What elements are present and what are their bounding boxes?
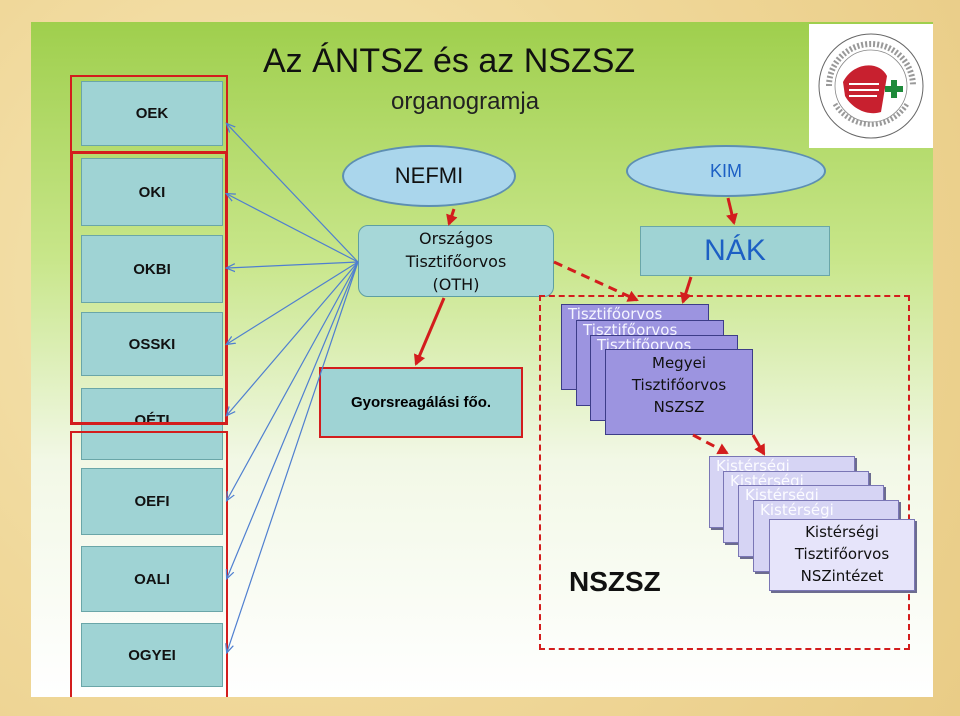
line-oth-oki: [227, 194, 359, 263]
arrow-oth-gyors: [413, 297, 446, 366]
megyei-line3: NSZSZ: [653, 398, 705, 416]
nefmi-label: NEFMI: [394, 163, 464, 188]
connector-lines: [31, 22, 766, 697]
megyei-box: Megyei Tisztifőorvos NSZSZ: [605, 349, 753, 435]
line-oth-oali: [227, 261, 359, 578]
lower-institutes-group-frame: [70, 431, 228, 697]
kisterseg-line2: Tisztifőorvos: [794, 545, 890, 563]
line-oth-okbi: [227, 261, 359, 268]
gyorsreagalasi-box: Gyorsreagálási főo.: [319, 367, 523, 438]
nszsz-area-frame: [539, 295, 910, 650]
box-oefi: OEFI: [81, 468, 223, 535]
slide-title: Az ÁNTSZ és az NSZSZ: [263, 42, 636, 80]
line-oth-oefi: [227, 261, 359, 500]
box-ogyei: OGYEI: [81, 623, 223, 687]
nefmi-ellipse: NEFMI: [342, 145, 516, 207]
line-oth-oeti: [227, 261, 359, 415]
box-okbi: OKBI: [81, 235, 223, 303]
oth-box: Országos Tisztifőorvos (OTH): [358, 225, 554, 297]
kim-label: KIM: [709, 160, 742, 181]
megyei-line2: Tisztifőorvos: [631, 376, 727, 394]
box-oek: OEK: [81, 81, 223, 146]
kim-ellipse: KIM: [626, 145, 826, 197]
oth-line2: Tisztifőorvos: [405, 252, 507, 271]
line-oth-ogyei: [227, 261, 359, 652]
kisterseg-line3: NSZintézet: [800, 567, 884, 585]
box-osski: OSSKI: [81, 312, 223, 376]
kisterseg-line1: Kistérségi: [805, 523, 879, 541]
oth-line3: (OTH): [432, 275, 480, 294]
arrow-megyei-kisterseg: [751, 434, 766, 456]
line-oth-oek: [227, 124, 359, 263]
slide: Az ÁNTSZ és az NSZSZ organogramja OEK OK…: [31, 22, 933, 697]
antsz-logo: [809, 24, 933, 148]
nszsz-label: NSZSZ: [569, 566, 661, 597]
institutes-group-frame: [70, 151, 228, 425]
box-oki: OKI: [81, 158, 223, 226]
megyei-line1: Megyei: [652, 354, 706, 372]
slide-subtitle: organogramja: [391, 88, 540, 115]
arrow-kim-nak: [726, 197, 738, 225]
arrow-nak-megyei: [680, 276, 693, 304]
line-oth-osski: [227, 261, 359, 344]
arrow-nefmi-oth: [446, 208, 458, 226]
oth-line1: Országos: [419, 229, 493, 248]
kisterseg-box: Kistérségi Tisztifőorvos NSZintézet: [769, 519, 915, 591]
dashed-arrow-megyei-kisterseg: [692, 433, 729, 455]
nak-box: NÁK: [640, 226, 830, 276]
box-oali: OALI: [81, 546, 223, 612]
dashed-arrow-oth-megyei: [553, 260, 639, 302]
